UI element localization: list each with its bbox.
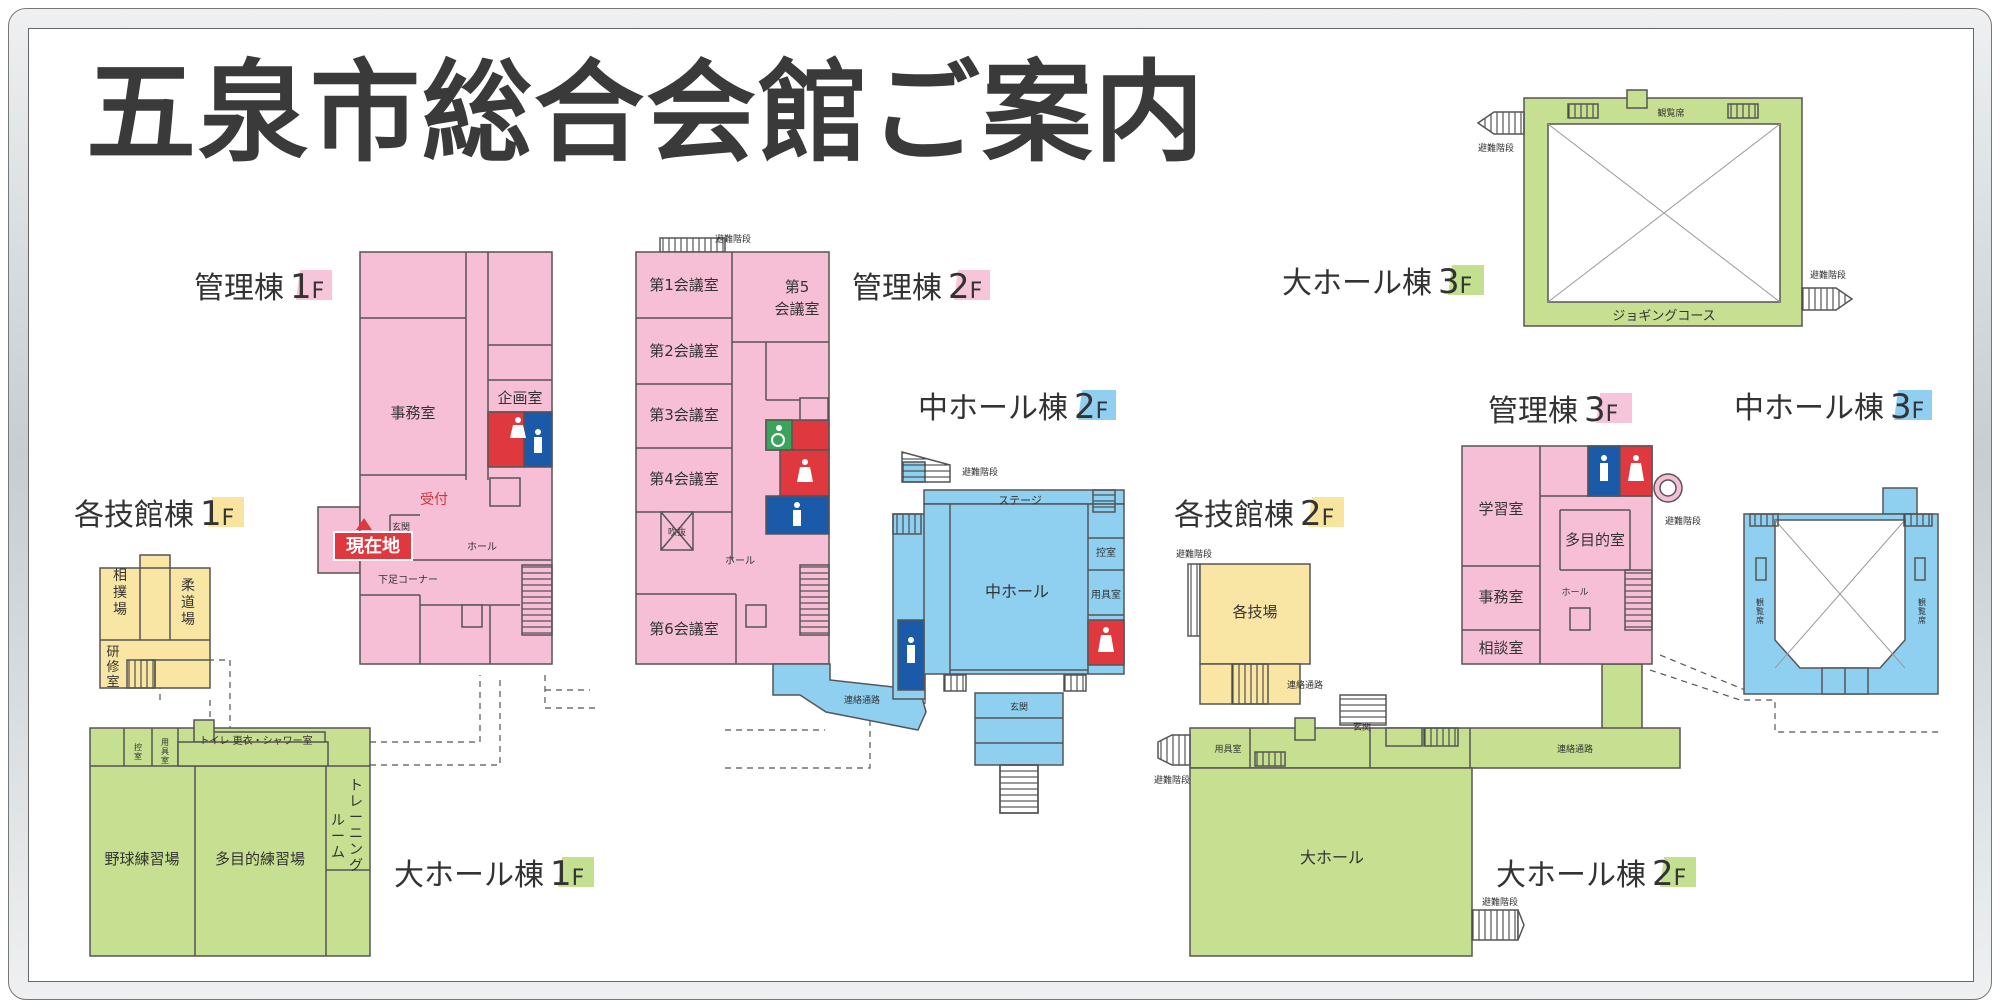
room-kaigi3: 第3会議室 (649, 406, 719, 424)
room-gakushu: 学習室 (1478, 500, 1523, 518)
male-restroom-icon-2f (793, 502, 801, 526)
toilet-shower-room: トイレ 更衣・シャワー室 (199, 734, 312, 747)
kanri-3f-building (1461, 445, 1683, 665)
kakugi-1f-building (99, 554, 211, 689)
room-kaigi6: 第6会議室 (649, 620, 719, 638)
hinan-kaidan-kanri-2f: 避難階段 (715, 233, 751, 245)
kanri-2f-building (635, 237, 830, 665)
female-restroom-icon-naka (1098, 627, 1114, 652)
kanri-1f-building (317, 251, 553, 665)
male-restroom-icon-naka (907, 637, 915, 663)
renraku-tsuro-dai: 連絡通路 (1557, 743, 1593, 755)
hinan-kaidan-dai-3f-right: 避難階段 (1810, 269, 1846, 281)
yoguko-1f: 用具室 (161, 738, 169, 765)
room-kaigi4: 第4会議室 (649, 470, 719, 488)
female-restroom-icon (510, 417, 526, 438)
restroom-icons (510, 417, 1644, 663)
room-genkan-dai: 玄関 (1353, 721, 1371, 733)
room-judo: 柔道場 (181, 578, 195, 628)
room-yakyu: 野球練習場 (104, 850, 179, 868)
genzaichi-label: 現在地 (346, 535, 400, 557)
room-hall-1f: ホール (467, 541, 497, 553)
hikaeshitsu-1f: 控室 (134, 742, 142, 761)
room-kikakushitsu: 企画室 (497, 389, 542, 407)
kanranseki-3f: 観覧席 (1657, 107, 1684, 119)
room-fukinuke: 吹抜 (668, 526, 686, 538)
room-hall-3f: ホール (1561, 587, 1588, 598)
hinan-kaidan-kakugi-2f: 避難階段 (1176, 548, 1212, 560)
room-sodan: 相談室 (1478, 639, 1523, 657)
room-genkan-1f: 玄関 (392, 521, 410, 533)
room-tamokuteki: 多目的室 (1565, 531, 1625, 549)
room-uketsuke: 受付 (420, 492, 448, 508)
room-naka-hall: 中ホール (985, 582, 1049, 601)
room-jimushitsu-1f: 事務室 (390, 404, 435, 422)
room-shitaashi: 下足コーナー (378, 574, 438, 586)
nakahall-2f-building (772, 451, 1125, 814)
hinan-kaidan-naka-2f: 避難階段 (962, 466, 998, 478)
room-hall-2f: ホール (725, 555, 755, 567)
room-genkan-naka: 玄関 (1010, 701, 1028, 713)
room-kaigi5-line2: 会議室 (774, 300, 819, 318)
hinan-kaidan-dai-3f-left: 避難階段 (1478, 142, 1514, 154)
room-stage: ステージ (998, 494, 1042, 507)
renraku-tsuro-naka: 連絡通路 (844, 694, 880, 706)
male-restroom-icon-3f (1600, 455, 1608, 481)
renraku-tsuro-kakugi: 連絡通路 (1287, 679, 1323, 691)
room-kaigi1: 第1会議室 (649, 276, 719, 294)
room-training-2: ルーム (331, 813, 345, 861)
daihall-1f-building (89, 719, 371, 957)
female-restroom-icon-2f (797, 459, 813, 482)
room-kakugijo: 各技場 (1232, 603, 1277, 621)
room-tamokuteki-renshu: 多目的練習場 (215, 850, 305, 868)
hinan-kaidan-kanri-3f: 避難階段 (1665, 515, 1701, 527)
kanranseki-naka-left: 観覧席 (1756, 597, 1764, 625)
room-kaigi5-line1: 第5 (785, 278, 810, 296)
room-dai-hall: 大ホール (1300, 848, 1364, 867)
room-jimushitsu-3f: 事務室 (1478, 588, 1523, 606)
page-title: 五泉市総合会館ご案内 (86, 49, 1206, 177)
room-yoguko-naka: 用具室 (1091, 588, 1121, 601)
female-restroom-icon-3f (1628, 455, 1644, 481)
jogging-course: ジョギングコース (1612, 309, 1715, 324)
hinan-kaidan-dai-2f-right: 避難階段 (1482, 896, 1518, 908)
room-sumo: 相撲場 (113, 568, 127, 618)
room-training: トレーニング (349, 778, 363, 874)
yoguko-2f: 用具室 (1214, 743, 1241, 755)
accessible-restroom-icon (771, 425, 785, 447)
daihall-2f-building (1157, 663, 1681, 957)
daihall-3f-building (1476, 89, 1854, 327)
room-kenshu: 研修室 (106, 645, 119, 690)
room-hikaeshitsu-naka: 控室 (1096, 546, 1116, 559)
current-location-marker (333, 518, 413, 561)
male-restroom-icon (534, 429, 542, 453)
room-kaigi2: 第2会議室 (649, 342, 719, 360)
kakugi-2f-building (1187, 563, 1311, 705)
kanranseki-naka-right: 観覧席 (1918, 597, 1926, 625)
nakahall-3f-building (1743, 487, 1939, 695)
hinan-kaidan-dai-2f-left: 避難階段 (1154, 774, 1190, 786)
